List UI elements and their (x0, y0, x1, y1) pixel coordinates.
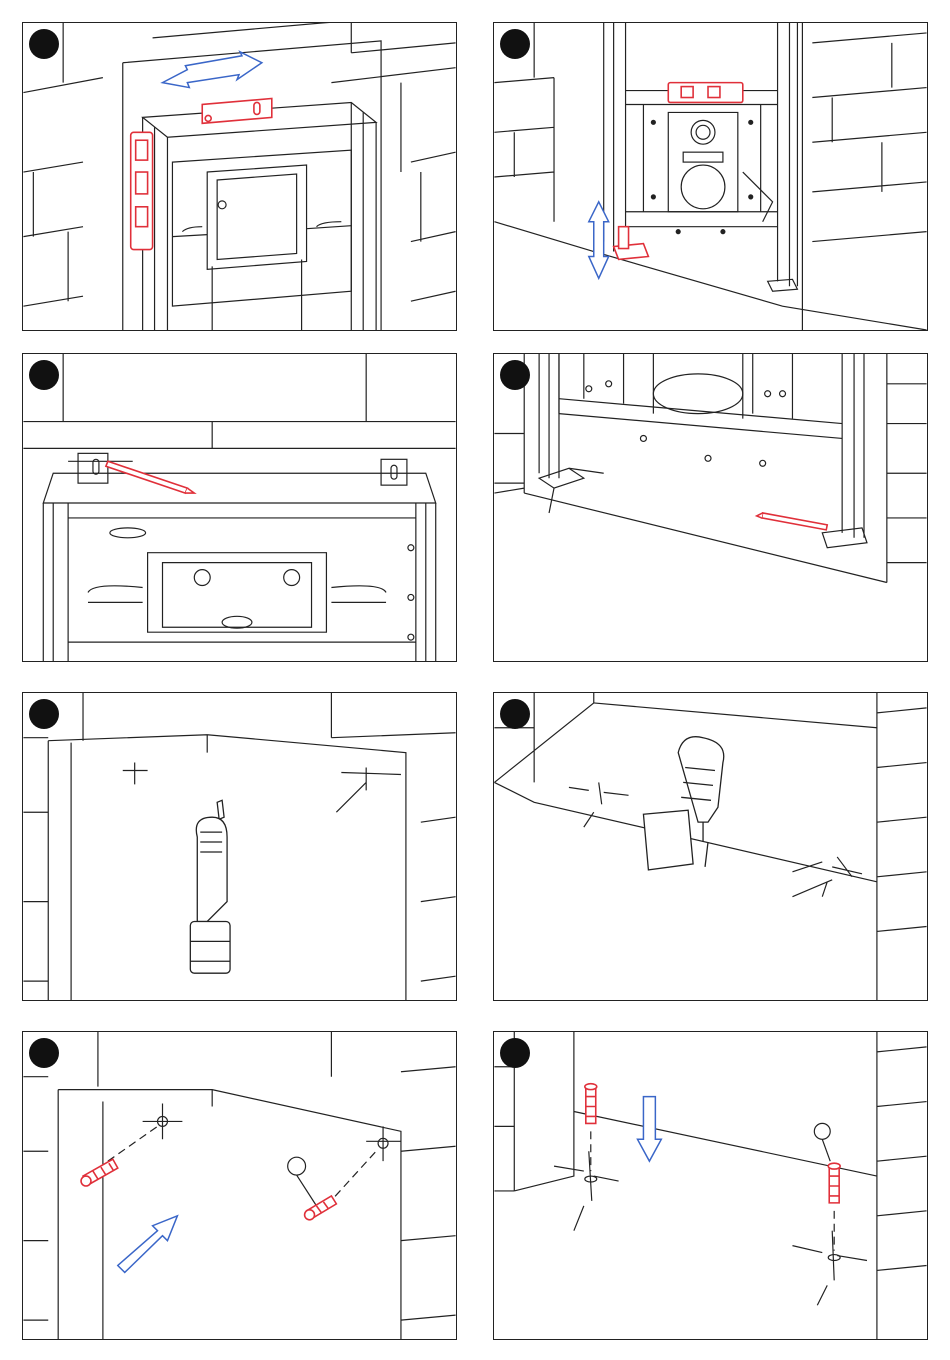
step-badge (29, 699, 59, 729)
step-badge (29, 360, 59, 390)
double-arrow-icon (163, 52, 262, 88)
step-panel-2 (493, 22, 928, 331)
step-panel-3 (22, 353, 457, 662)
step-badge (500, 699, 530, 729)
step-badge (29, 1038, 59, 1068)
insert-floor-anchors-illustration (494, 1032, 927, 1339)
floor-foot-icon (614, 227, 649, 260)
step-badge (29, 29, 59, 59)
step-badge (500, 29, 530, 59)
frame-front-leveling-illustration (494, 23, 927, 330)
insert-wall-anchors-illustration (23, 1032, 456, 1339)
drill-icon (643, 737, 723, 870)
pencil-icon (757, 513, 828, 530)
step-panel-4 (493, 353, 928, 662)
wall-bracket-icon (202, 99, 272, 124)
spirit-level-icon (131, 132, 153, 249)
step-badge (500, 1038, 530, 1068)
step-panel-7 (22, 1031, 457, 1340)
drill-icon (190, 800, 230, 973)
step-panel-8 (493, 1031, 928, 1340)
insert-arrow-icon (118, 1216, 178, 1273)
step-panel-1 (22, 22, 457, 331)
wall-plug-icon (828, 1163, 840, 1203)
step-panel-5 (22, 692, 457, 1001)
step-badge (500, 360, 530, 390)
drill-floor-holes-illustration (494, 693, 927, 1000)
drill-wall-holes-illustration (23, 693, 456, 1000)
mark-floor-foot-holes-illustration (494, 354, 927, 661)
spirit-level-icon (668, 83, 743, 103)
pencil-icon (106, 461, 194, 493)
wall-plug-icon (305, 1196, 337, 1220)
frame-top-leveling-illustration (23, 23, 456, 330)
wall-plug-icon (585, 1084, 597, 1124)
wall-plug-icon (81, 1159, 118, 1186)
vertical-arrow-icon (589, 202, 609, 279)
mark-top-bracket-holes-illustration (23, 354, 456, 661)
step-panel-6 (493, 692, 928, 1001)
